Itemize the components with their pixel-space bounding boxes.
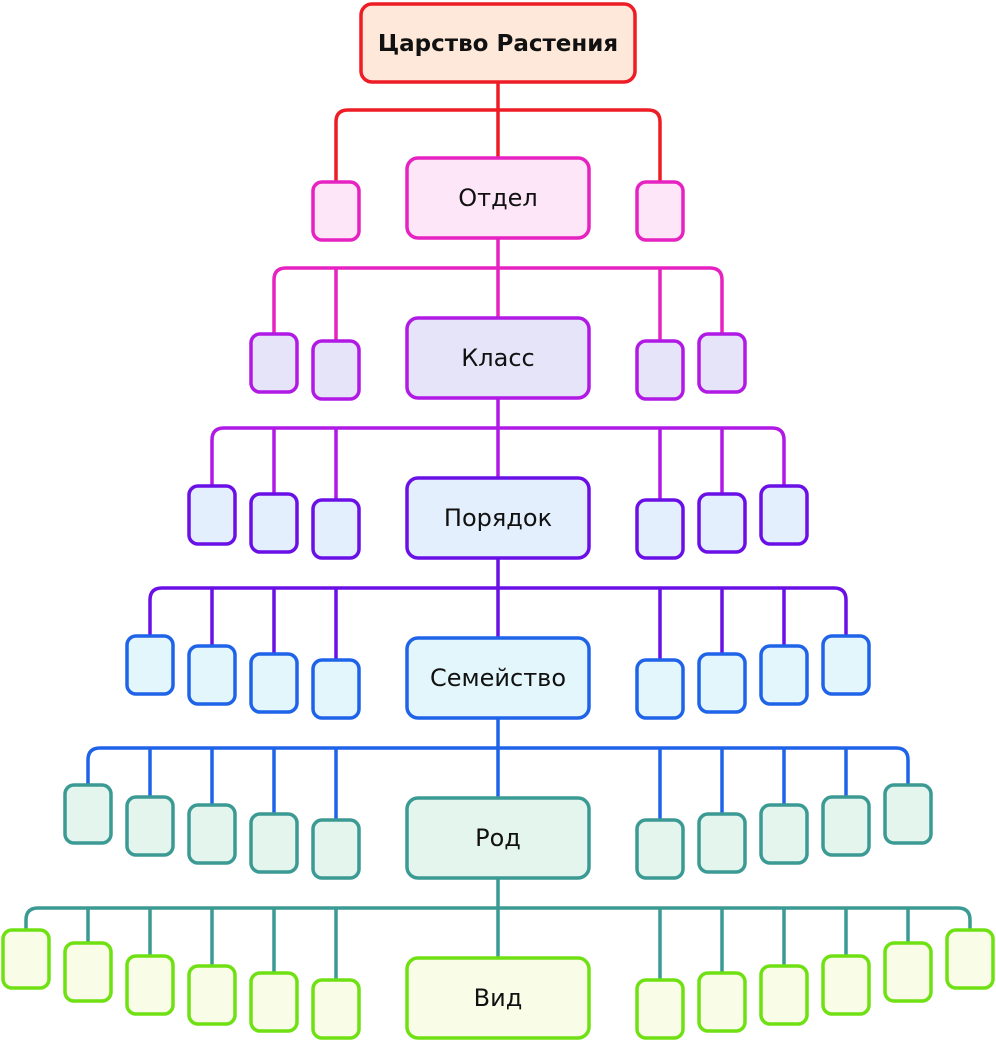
main-node-level-0	[359, 2, 637, 84]
small-node-level-6-11	[883, 941, 933, 1003]
small-node-level-4-5	[635, 658, 685, 720]
small-node-level-5-3	[187, 803, 237, 865]
small-node-level-6-10	[821, 954, 871, 1016]
main-node-level-1	[405, 156, 591, 240]
small-node-level-6-12	[945, 928, 995, 990]
small-node-level-4-6	[697, 652, 747, 714]
small-node-level-3-2	[249, 492, 299, 554]
main-node-level-5	[405, 796, 591, 880]
small-node-level-3-4	[635, 498, 685, 560]
main-node-label-level-0: Царство Растения	[378, 31, 618, 57]
main-node-label-level-3: Порядок	[444, 504, 552, 532]
connector-level-5	[86, 716, 910, 822]
small-node-level-2-3	[635, 339, 685, 401]
small-node-level-4-1	[125, 634, 175, 696]
small-node-level-3-5	[697, 492, 747, 554]
small-node-level-6-4	[187, 964, 237, 1026]
small-node-level-5-1	[63, 783, 113, 845]
small-node-level-4-8	[821, 634, 871, 696]
connector-level-2	[272, 236, 724, 343]
small-node-level-1-2	[635, 180, 685, 242]
main-node-label-level-4: Семейство	[430, 664, 566, 692]
small-node-level-3-3	[311, 498, 361, 560]
small-node-level-5-4	[249, 812, 299, 874]
small-node-level-6-9	[759, 964, 809, 1026]
small-node-level-5-9	[821, 795, 871, 857]
main-node-level-4	[405, 636, 591, 720]
small-node-level-5-7	[697, 812, 747, 874]
small-node-level-4-7	[759, 644, 809, 706]
small-node-level-2-1	[249, 332, 299, 394]
small-node-level-5-8	[759, 803, 809, 865]
small-node-level-6-8	[697, 971, 747, 1033]
connector-lines	[24, 80, 972, 982]
small-node-level-5-6	[635, 818, 685, 880]
small-node-level-6-1	[1, 928, 51, 990]
small-node-level-6-5	[249, 971, 299, 1033]
main-node-level-6	[405, 956, 591, 1040]
small-node-level-4-4	[311, 658, 361, 720]
small-node-level-5-10	[883, 783, 933, 845]
small-node-level-6-6	[311, 978, 361, 1040]
small-node-level-6-2	[63, 941, 113, 1003]
main-node-label-level-2: Класс	[461, 344, 534, 372]
small-node-level-4-2	[187, 644, 237, 706]
connector-level-1	[334, 80, 662, 184]
small-node-level-6-3	[125, 954, 175, 1016]
connector-level-6	[24, 876, 972, 982]
small-node-level-4-3	[249, 652, 299, 714]
small-node-level-5-5	[311, 818, 361, 880]
main-node-label-level-6: Вид	[474, 984, 523, 1012]
connector-level-4	[148, 556, 848, 662]
main-node-level-2	[405, 316, 591, 400]
main-node-label-level-1: Отдел	[458, 184, 538, 212]
small-node-level-3-6	[759, 484, 809, 546]
main-node-level-3	[405, 476, 591, 560]
main-node-label-level-5: Род	[475, 824, 521, 852]
small-node-level-2-4	[697, 332, 747, 394]
connector-level-3	[210, 396, 786, 502]
small-node-level-1-1	[311, 180, 361, 242]
small-node-level-2-2	[311, 339, 361, 401]
small-node-level-6-7	[635, 978, 685, 1040]
small-node-level-3-1	[187, 484, 237, 546]
small-node-level-5-2	[125, 795, 175, 857]
